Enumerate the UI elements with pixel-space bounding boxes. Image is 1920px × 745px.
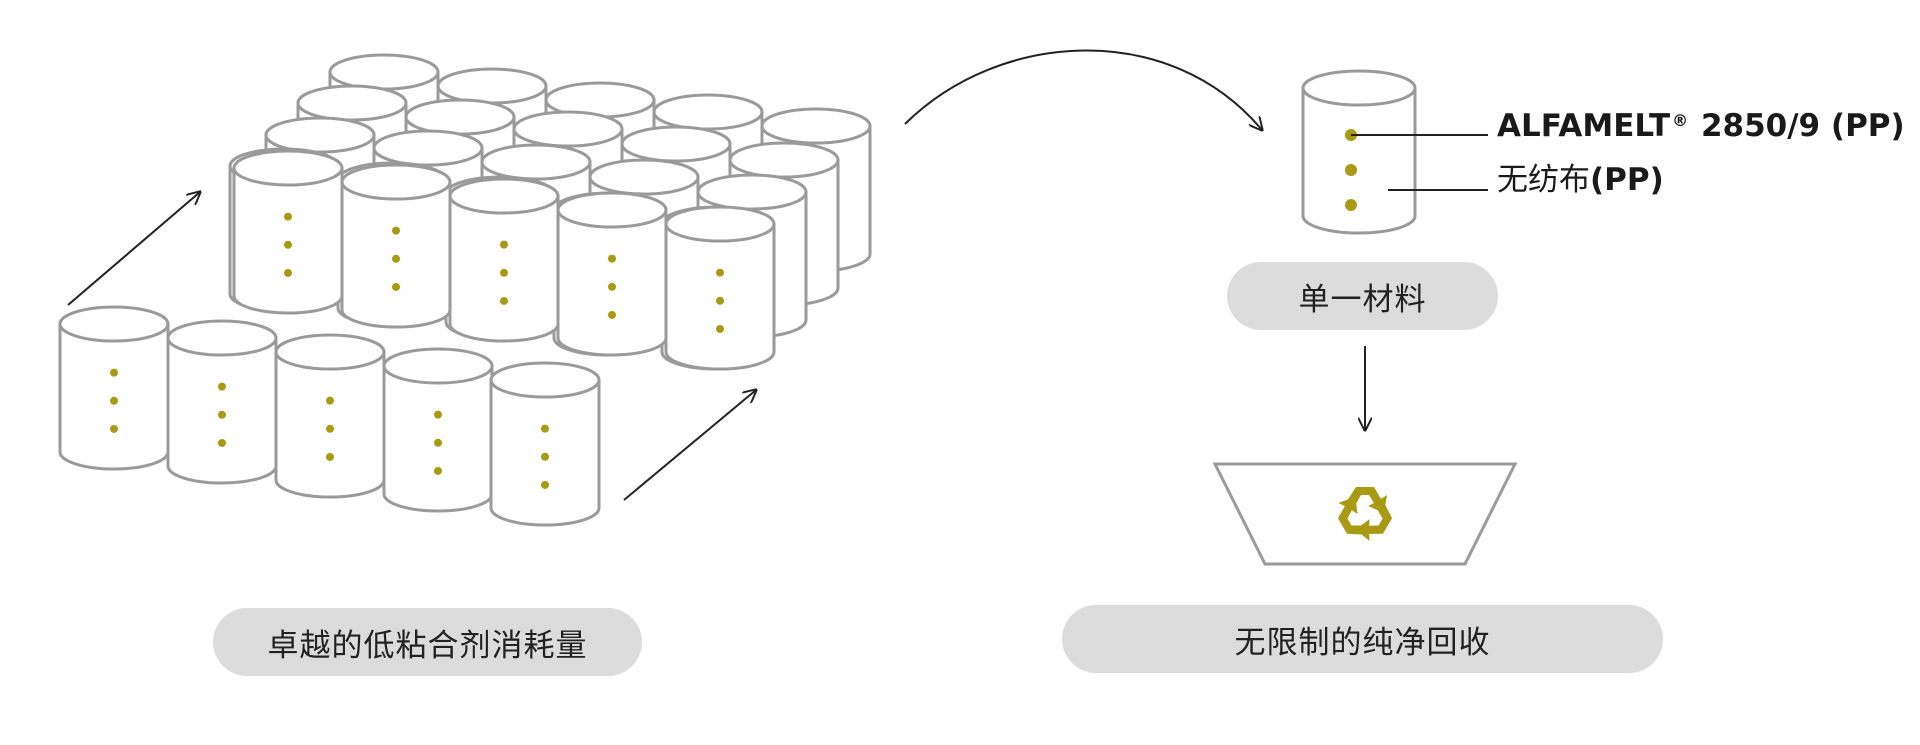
adhesive-dot: [110, 424, 118, 433]
adhesive-dot: [541, 424, 549, 433]
single-roll: [1301, 69, 1417, 235]
adhesive-dot: [1345, 199, 1357, 211]
adhesive-code: 2850/9 (PP): [1700, 108, 1905, 144]
recycle-icon: [1331, 487, 1398, 546]
adhesive-dot: [500, 268, 508, 277]
adhesive-dot: [434, 438, 442, 447]
adhesive-dot: [608, 254, 616, 263]
single-material-pill: 单一材料: [1227, 262, 1498, 330]
roll-icon: [58, 305, 170, 471]
arrow-up-left: [67, 192, 200, 306]
adhesive-dot: [284, 240, 292, 249]
adhesive-dot: [284, 212, 292, 221]
adhesive-dot: [434, 410, 442, 419]
adhesive-dot: [326, 452, 334, 461]
component-label-adhesive: ALFAMELT® 2850/9 (PP): [1497, 111, 1905, 142]
adhesive-dot: [434, 466, 442, 475]
adhesive-dot: [284, 268, 292, 277]
nonwoven-name: 无纺布: [1497, 162, 1590, 198]
adhesive-dot: [716, 324, 724, 333]
roll-icon: [556, 191, 668, 357]
adhesive-dot: [541, 480, 549, 489]
roll-icon: [1301, 69, 1417, 235]
adhesive-dot: [716, 268, 724, 277]
adhesive-dot: [392, 226, 400, 235]
back-rolls-group: [228, 53, 872, 371]
adhesive-dot: [716, 296, 724, 305]
left-caption-pill: 卓越的低粘合剂消耗量: [213, 608, 642, 676]
adhesive-dot: [110, 396, 118, 405]
roll-icon: [340, 163, 452, 329]
adhesive-dot: [500, 240, 508, 249]
adhesive-dot: [541, 452, 549, 461]
roll-icon: [274, 333, 386, 499]
adhesive-name: ALFAMELT: [1497, 108, 1671, 144]
adhesive-dot: [218, 438, 226, 447]
registered-mark: ®: [1672, 111, 1689, 130]
roll-icon: [166, 319, 278, 485]
left-caption-text: 卓越的低粘合剂消耗量: [267, 627, 588, 664]
roll-icon: [664, 205, 776, 371]
adhesive-dot: [218, 382, 226, 391]
single-material-text: 单一材料: [1298, 281, 1427, 318]
roll-icon: [232, 149, 344, 315]
roll-icon: [448, 177, 560, 343]
adhesive-dot: [608, 310, 616, 319]
roll-icon: [382, 347, 494, 513]
component-label-nonwoven: 无纺布(PP): [1497, 165, 1664, 196]
adhesive-dot: [326, 424, 334, 433]
recycle-caption-pill: 无限制的纯净回收: [1062, 605, 1663, 673]
adhesive-dot: [218, 410, 226, 419]
recycling-bin-icon: [1212, 462, 1518, 566]
adhesive-dot: [392, 282, 400, 291]
adhesive-dot: [500, 296, 508, 305]
adhesive-dot: [392, 254, 400, 263]
front-rolls-group: [58, 305, 601, 527]
adhesive-dot: [110, 368, 118, 377]
adhesive-dot: [1345, 164, 1357, 176]
adhesive-dot: [326, 396, 334, 405]
adhesive-dot: [608, 282, 616, 291]
roll-icon: [489, 361, 601, 527]
curved-arrow: [904, 49, 1262, 130]
recycle-caption-text: 无限制的纯净回收: [1234, 624, 1491, 661]
arrow-up-right: [623, 390, 756, 501]
nonwoven-code: (PP): [1590, 162, 1664, 198]
